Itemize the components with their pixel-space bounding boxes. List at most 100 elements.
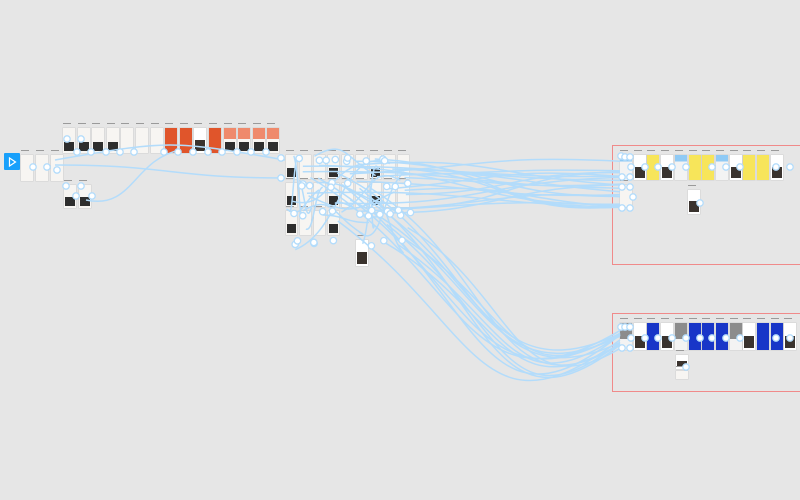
connection-node[interactable]: [629, 193, 637, 201]
connection-line[interactable]: [54, 164, 286, 179]
connection-node[interactable]: [376, 210, 384, 219]
connection-line[interactable]: [386, 223, 621, 377]
connection-node[interactable]: [88, 192, 96, 200]
connection-node[interactable]: [362, 157, 371, 165]
flow-start-button[interactable]: [4, 153, 20, 170]
screen-frame[interactable]: [661, 150, 674, 180]
connection-node[interactable]: [398, 236, 406, 245]
connection-node[interactable]: [297, 182, 306, 190]
connection-node[interactable]: [328, 207, 337, 215]
screen-frame[interactable]: [398, 178, 409, 207]
connection-line[interactable]: [337, 220, 621, 382]
connection-node[interactable]: [627, 334, 635, 342]
screen-frame[interactable]: [286, 150, 297, 179]
screen-frame[interactable]: [314, 206, 325, 235]
connection-node[interactable]: [290, 209, 298, 218]
screen-frame[interactable]: [688, 318, 701, 350]
connection-line[interactable]: [302, 165, 621, 182]
connection-node[interactable]: [315, 156, 324, 165]
connection-node[interactable]: [708, 334, 716, 342]
connection-line[interactable]: [361, 165, 380, 245]
screen-frame[interactable]: [743, 150, 756, 180]
screen-frame[interactable]: [314, 150, 325, 179]
connection-node[interactable]: [641, 163, 649, 171]
connection-node[interactable]: [102, 148, 110, 156]
connection-node[interactable]: [293, 237, 302, 245]
screen-frame[interactable]: [179, 123, 192, 153]
screen-frame[interactable]: [647, 318, 660, 350]
screen-frame[interactable]: [729, 150, 742, 180]
screen-frame[interactable]: [238, 123, 251, 153]
screen-frame[interactable]: [743, 318, 756, 350]
connection-line[interactable]: [322, 214, 370, 224]
connection-node[interactable]: [668, 334, 676, 342]
connection-node[interactable]: [641, 334, 649, 342]
screen-frame[interactable]: [757, 318, 769, 350]
connection-node[interactable]: [626, 153, 634, 161]
connection-node[interactable]: [204, 148, 212, 156]
connection-node[interactable]: [62, 182, 70, 190]
connection-node[interactable]: [618, 183, 626, 191]
connection-node[interactable]: [343, 154, 352, 162]
connection-node[interactable]: [295, 154, 304, 163]
connection-node[interactable]: [380, 156, 389, 165]
screen-frame[interactable]: [674, 150, 687, 180]
screen-frame[interactable]: [676, 366, 688, 379]
connection-node[interactable]: [394, 206, 403, 215]
screen-frame[interactable]: [150, 123, 163, 153]
connection-node[interactable]: [305, 181, 314, 190]
connection-node[interactable]: [63, 135, 71, 143]
connection-node[interactable]: [626, 323, 634, 331]
connection-line[interactable]: [319, 164, 621, 206]
connection-line[interactable]: [316, 181, 394, 205]
connection-line[interactable]: [288, 157, 298, 212]
connection-node[interactable]: [696, 199, 704, 207]
screen-frame[interactable]: [757, 150, 769, 180]
screen-frame[interactable]: [328, 150, 339, 179]
connection-node[interactable]: [618, 204, 626, 212]
screen-frame[interactable]: [661, 318, 674, 350]
screen-frame[interactable]: [209, 123, 221, 153]
connection-node[interactable]: [386, 210, 394, 218]
connection-node[interactable]: [736, 334, 744, 342]
connection-node[interactable]: [318, 207, 327, 216]
connection-node[interactable]: [654, 334, 662, 342]
connection-node[interactable]: [367, 241, 376, 250]
connection-line[interactable]: [314, 148, 376, 177]
connection-line[interactable]: [389, 171, 621, 209]
connection-node[interactable]: [627, 163, 635, 171]
connection-line[interactable]: [294, 160, 391, 251]
screen-frame[interactable]: [300, 150, 311, 179]
screen-frame[interactable]: [300, 178, 311, 207]
screen-frame[interactable]: [729, 318, 742, 350]
screen-frame[interactable]: [688, 185, 700, 214]
connection-node[interactable]: [174, 148, 182, 156]
connection-line[interactable]: [356, 180, 621, 197]
screen-frame[interactable]: [647, 150, 660, 180]
screen-frame[interactable]: [286, 206, 297, 235]
connection-node[interactable]: [356, 210, 364, 219]
screen-frame[interactable]: [715, 318, 728, 350]
screen-frame[interactable]: [633, 318, 646, 350]
connection-line[interactable]: [292, 163, 362, 204]
connection-node[interactable]: [262, 148, 270, 156]
connection-node[interactable]: [708, 163, 716, 171]
connection-line[interactable]: [404, 167, 621, 209]
connection-line[interactable]: [85, 149, 181, 203]
connection-node[interactable]: [367, 206, 376, 215]
connection-node[interactable]: [682, 163, 690, 171]
screen-frame[interactable]: [267, 123, 280, 153]
connection-node[interactable]: [626, 183, 634, 191]
connection-node[interactable]: [343, 179, 352, 188]
screen-frame[interactable]: [356, 235, 368, 266]
connection-line[interactable]: [407, 227, 621, 367]
connection-node[interactable]: [77, 182, 85, 190]
connection-node[interactable]: [327, 183, 335, 192]
screen-frame[interactable]: [64, 180, 76, 208]
screen-frame[interactable]: [674, 318, 687, 350]
connection-node[interactable]: [247, 148, 255, 156]
connection-node[interactable]: [618, 173, 626, 181]
connection-node[interactable]: [772, 163, 780, 171]
screen-frame[interactable]: [715, 150, 728, 180]
